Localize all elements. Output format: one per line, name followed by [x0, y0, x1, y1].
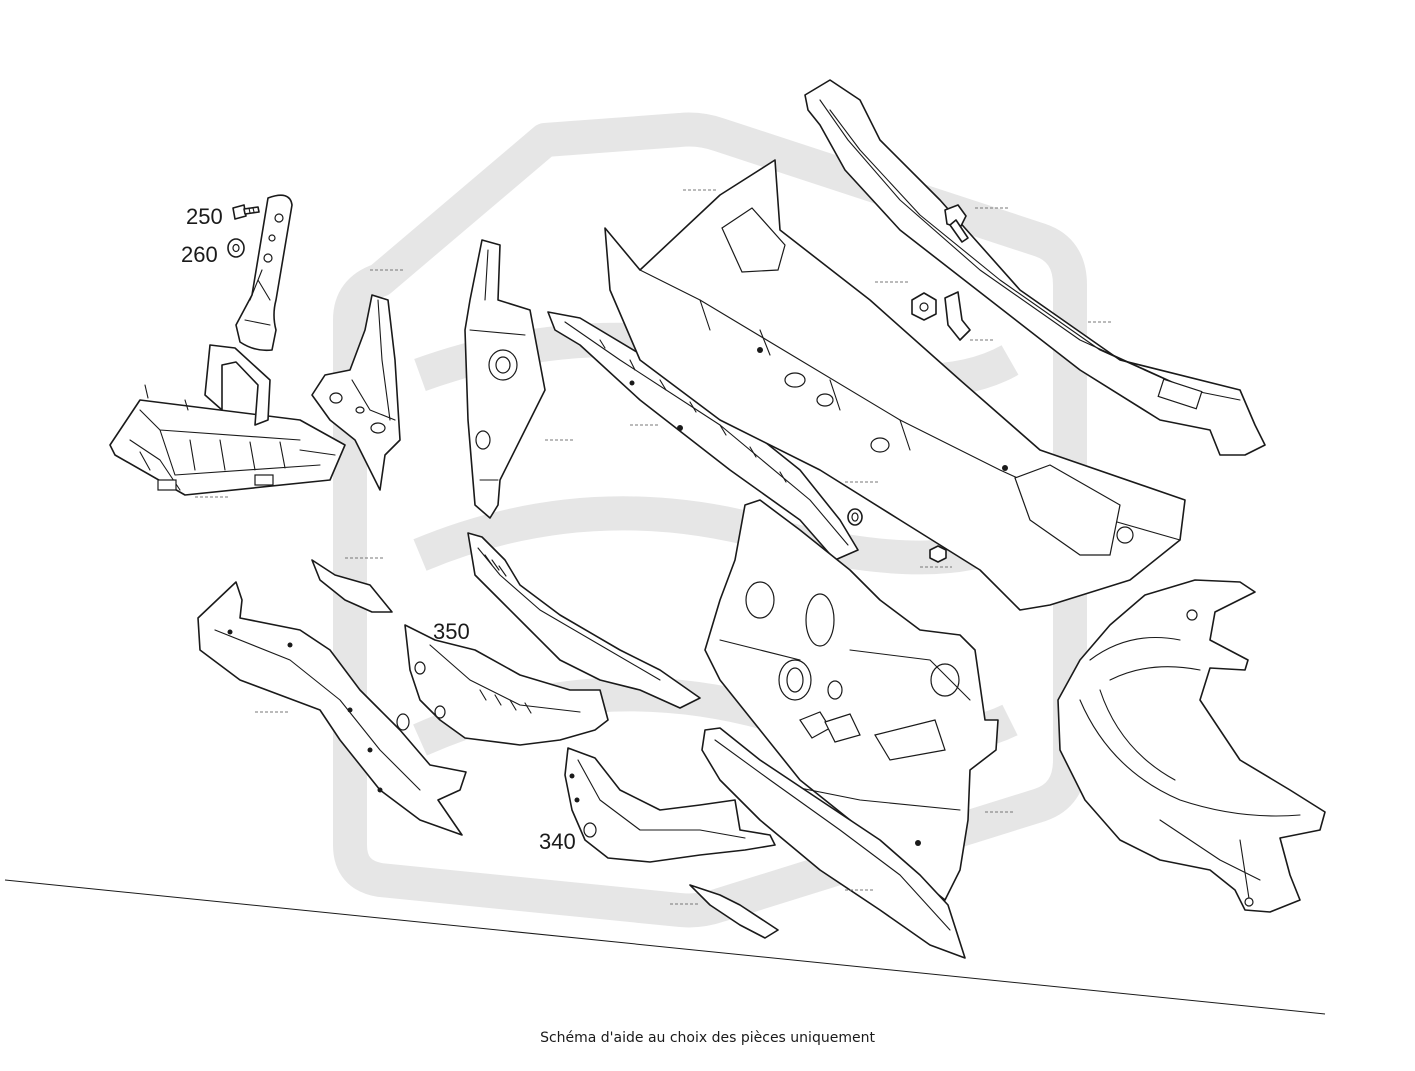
nut-part [911, 292, 937, 321]
diagram-caption: Schéma d'aide au choix des pièces unique… [540, 1030, 875, 1046]
battery-tray-part [109, 344, 346, 496]
washer-part [227, 238, 245, 258]
cowl-bolt-part [944, 204, 969, 243]
callout-350: 350 [433, 619, 470, 644]
side-panel-part [464, 239, 546, 519]
cowl-trim-part [804, 79, 1266, 456]
wheel-arch-part [1057, 579, 1326, 913]
small-plate-part [689, 884, 779, 939]
strut-bracket-part [311, 294, 401, 491]
ground-line [4, 879, 1326, 1015]
lower-rail-part [701, 727, 966, 959]
callout-260: 260 [181, 242, 218, 267]
middle-panel-part [467, 532, 701, 709]
left-rail-part [197, 581, 467, 836]
small-nut-part [929, 545, 947, 563]
grommet-part [847, 508, 863, 526]
mounting-bracket-part [235, 194, 293, 352]
cowl-panel-part [604, 159, 1186, 611]
bolt-part [232, 204, 260, 220]
small-bracket-part [311, 559, 393, 613]
panel-340-part [564, 747, 776, 863]
firewall-part [704, 499, 999, 901]
clip-bracket-part [944, 291, 971, 341]
reference-marks [195, 189, 1112, 905]
callout-250: 250 [186, 204, 223, 229]
callout-340: 340 [539, 829, 576, 854]
panel-350-part [404, 624, 609, 746]
